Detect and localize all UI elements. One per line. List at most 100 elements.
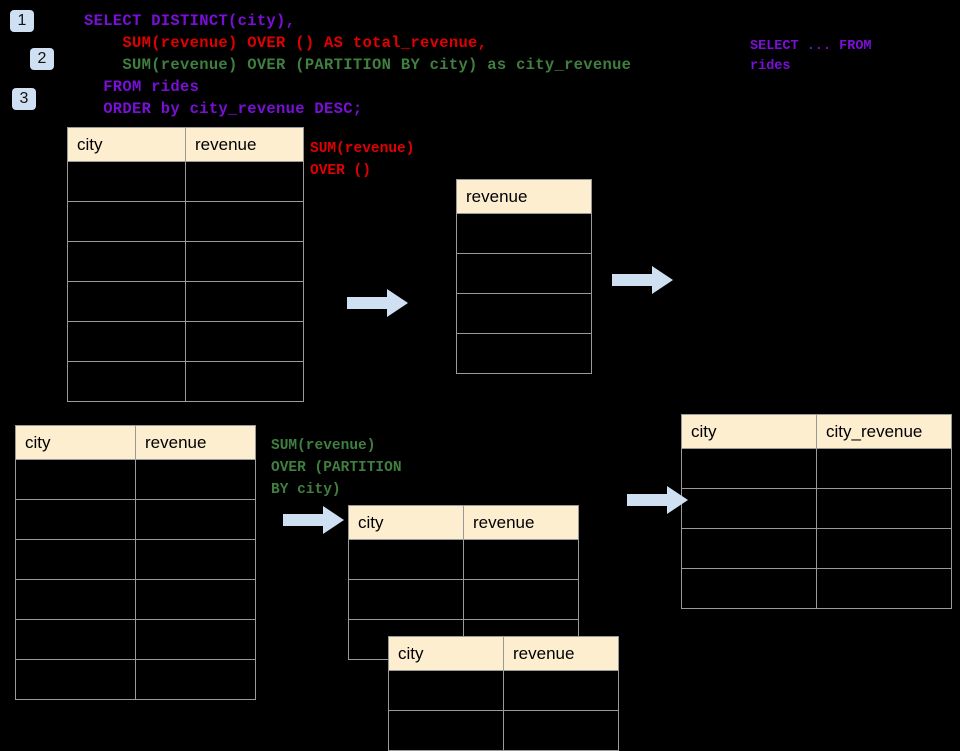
- table-row: [15, 539, 256, 580]
- table-cell: [135, 459, 256, 500]
- column-header-revenue: revenue: [456, 179, 592, 214]
- table-total-revenue: revenue: [456, 179, 592, 374]
- step-badge-3[interactable]: 3: [12, 88, 36, 110]
- table-cell: [135, 659, 256, 700]
- arrow-right-icon: [347, 288, 409, 318]
- table-cell: [67, 201, 186, 242]
- annotation-select-from-rides: SELECT ... FROM rides: [750, 39, 872, 74]
- table-cell: [681, 448, 817, 489]
- table-cell: [388, 710, 504, 751]
- table-cell: [67, 361, 186, 402]
- table-row: [681, 568, 952, 609]
- table-cell: [503, 670, 619, 711]
- table-row: [67, 281, 304, 322]
- table-cell: [15, 459, 136, 500]
- table-cell: [185, 281, 304, 322]
- table-cell: [135, 539, 256, 580]
- annotation-sum-over-partition: SUM(revenue) OVER (PARTITION BY city): [271, 438, 402, 498]
- column-header-revenue: revenue: [135, 425, 256, 460]
- table-row: [456, 293, 592, 334]
- table-cell: [67, 281, 186, 322]
- table-cell: [135, 579, 256, 620]
- table-cell: [67, 161, 186, 202]
- column-header-city: city: [388, 636, 504, 671]
- table-cell: [15, 619, 136, 660]
- table-cell: [15, 499, 136, 540]
- sql-line-3: SUM(revenue) OVER (PARTITION BY city) as…: [84, 56, 632, 74]
- table-cell: [816, 568, 952, 609]
- table-row: [67, 241, 304, 282]
- column-header-revenue: revenue: [503, 636, 619, 671]
- column-header-city: city: [681, 414, 817, 449]
- arrow-right-icon: [627, 485, 689, 515]
- table-row: [67, 201, 304, 242]
- table-row: [15, 459, 256, 500]
- table-cell: [135, 499, 256, 540]
- table-row: [456, 213, 592, 254]
- table-row: [681, 528, 952, 569]
- table-cell: [15, 659, 136, 700]
- table-cell: [185, 241, 304, 282]
- step-badge-1[interactable]: 1: [10, 10, 34, 32]
- table-cell: [185, 361, 304, 402]
- table-cell: [503, 710, 619, 751]
- table-row: [15, 619, 256, 660]
- table-cell: [456, 293, 592, 334]
- table-cell: [463, 579, 579, 620]
- table-cell: [681, 568, 817, 609]
- table-row: [681, 488, 952, 529]
- table-cell: [456, 213, 592, 254]
- arrow-right-icon: [283, 505, 345, 535]
- table-cell: [456, 253, 592, 294]
- table-cell: [185, 201, 304, 242]
- annotation-sum-over-empty: SUM(revenue) OVER (): [310, 141, 415, 179]
- table-row: [348, 579, 579, 620]
- table-row: [67, 161, 304, 202]
- table-row: [456, 333, 592, 374]
- table-cell: [816, 448, 952, 489]
- table-row: [15, 659, 256, 700]
- table-cell: [816, 488, 952, 529]
- column-header-revenue: revenue: [463, 505, 579, 540]
- table-row: [348, 539, 579, 580]
- sql-line-1: SELECT DISTINCT(city),: [84, 12, 296, 30]
- column-header-city: city: [15, 425, 136, 460]
- arrow-right-icon: [612, 265, 674, 295]
- table-row: [681, 448, 952, 489]
- table-row: [67, 361, 304, 402]
- table-cell: [388, 670, 504, 711]
- step-badge-2[interactable]: 2: [30, 48, 54, 70]
- table-row: [388, 670, 619, 711]
- table-row: [456, 253, 592, 294]
- table-cell: [681, 528, 817, 569]
- table-row: [67, 321, 304, 362]
- table-row: [15, 579, 256, 620]
- table-cell: [67, 241, 186, 282]
- table-cell: [135, 619, 256, 660]
- table-cell: [463, 539, 579, 580]
- table-cell: [456, 333, 592, 374]
- table-header-row: revenue: [456, 179, 592, 214]
- sql-line-4: FROM rides: [84, 78, 200, 96]
- table-cell: [185, 161, 304, 202]
- sql-line-2: SUM(revenue) OVER () AS total_revenue,: [84, 34, 488, 52]
- table-cell: [15, 579, 136, 620]
- column-header-city_revenue: city_revenue: [816, 414, 952, 449]
- column-header-city: city: [67, 127, 186, 162]
- table-row: [15, 499, 256, 540]
- table-cell: [185, 321, 304, 362]
- sql-query-block: SELECT DISTINCT(city), SUM(revenue) OVER…: [84, 10, 631, 120]
- table-cell: [67, 321, 186, 362]
- table-cell: [348, 539, 464, 580]
- table-row: [388, 710, 619, 751]
- table-cell: [681, 488, 817, 529]
